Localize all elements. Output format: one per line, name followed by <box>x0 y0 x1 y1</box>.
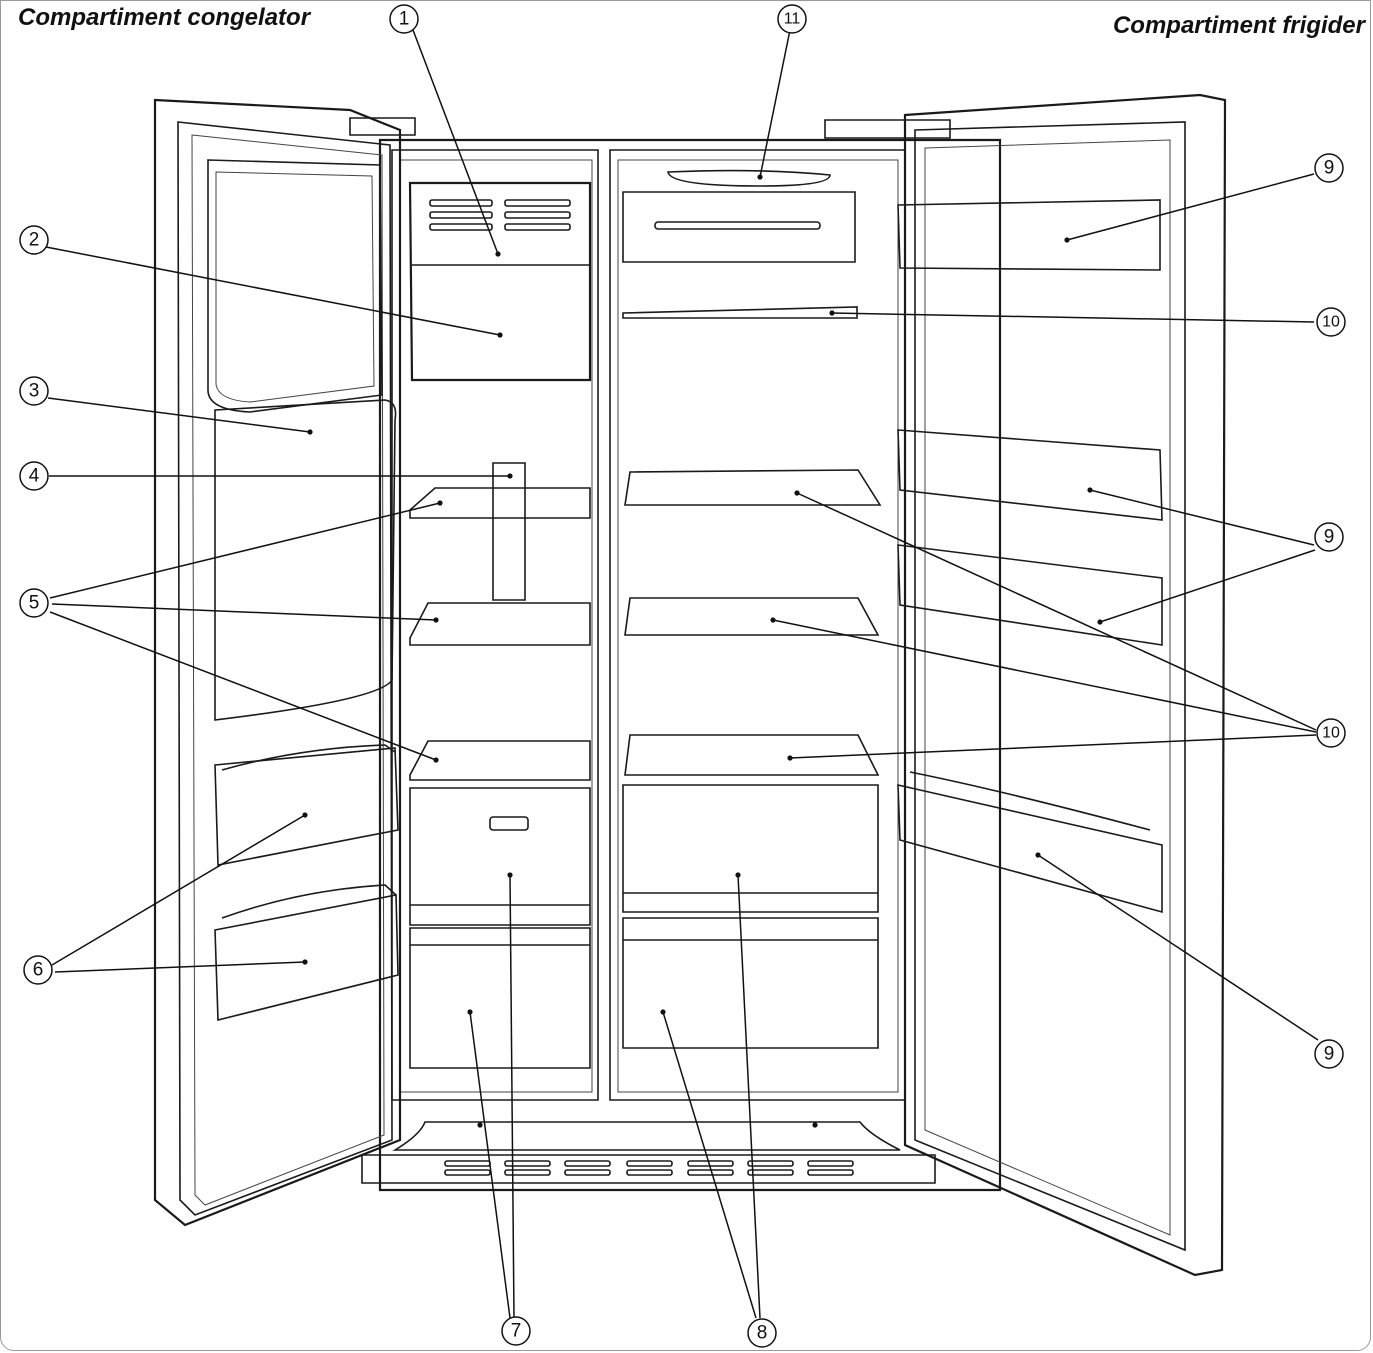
callout-1: 1 <box>389 4 419 34</box>
callout-9-label: 9 <box>1324 158 1335 179</box>
callout-9-middle: 9 <box>1314 522 1344 552</box>
callout-3: 3 <box>19 376 49 406</box>
callout-11-label: 11 <box>784 11 801 28</box>
callout-10-label: 10 <box>1322 725 1340 742</box>
freezer-door <box>153 98 402 1227</box>
fridge-compartment-title: Compartiment frigider <box>1112 12 1365 39</box>
callout-7-label: 7 <box>511 1321 522 1342</box>
callout-11: 11 <box>777 4 807 34</box>
fridge-interior <box>622 169 882 1049</box>
callout-8-label: 8 <box>757 1323 768 1344</box>
callout-10-label: 10 <box>1322 314 1340 331</box>
callout-9-label: 9 <box>1324 527 1335 548</box>
callout-2: 2 <box>19 225 49 255</box>
fridge-door <box>897 93 1227 1277</box>
callout-5: 5 <box>19 588 49 618</box>
leader-lines <box>45 29 1319 1319</box>
freezer-interior <box>408 181 592 1069</box>
callout-10-bottom: 10 <box>1316 718 1346 748</box>
bottom-grille <box>361 1121 936 1184</box>
cabinet <box>349 117 1002 1192</box>
callout-9-bottom: 9 <box>1314 1039 1344 1069</box>
callout-1-label: 1 <box>399 9 410 30</box>
callout-2-label: 2 <box>29 230 40 251</box>
callout-4-label: 4 <box>29 466 40 487</box>
leader-dots <box>302 174 1103 1128</box>
callout-6: 6 <box>23 955 53 985</box>
callout-9-top: 9 <box>1314 153 1344 183</box>
freezer-compartment-title: Compartiment congelator <box>18 4 311 31</box>
callout-7: 7 <box>501 1316 531 1346</box>
callout-5-label: 5 <box>29 593 40 614</box>
callout-9-label: 9 <box>1324 1044 1335 1065</box>
callout-10-top: 10 <box>1316 307 1346 337</box>
callout-8: 8 <box>747 1318 777 1348</box>
callout-3-label: 3 <box>29 381 40 402</box>
callout-4: 4 <box>19 461 49 491</box>
callout-6-label: 6 <box>33 960 44 981</box>
